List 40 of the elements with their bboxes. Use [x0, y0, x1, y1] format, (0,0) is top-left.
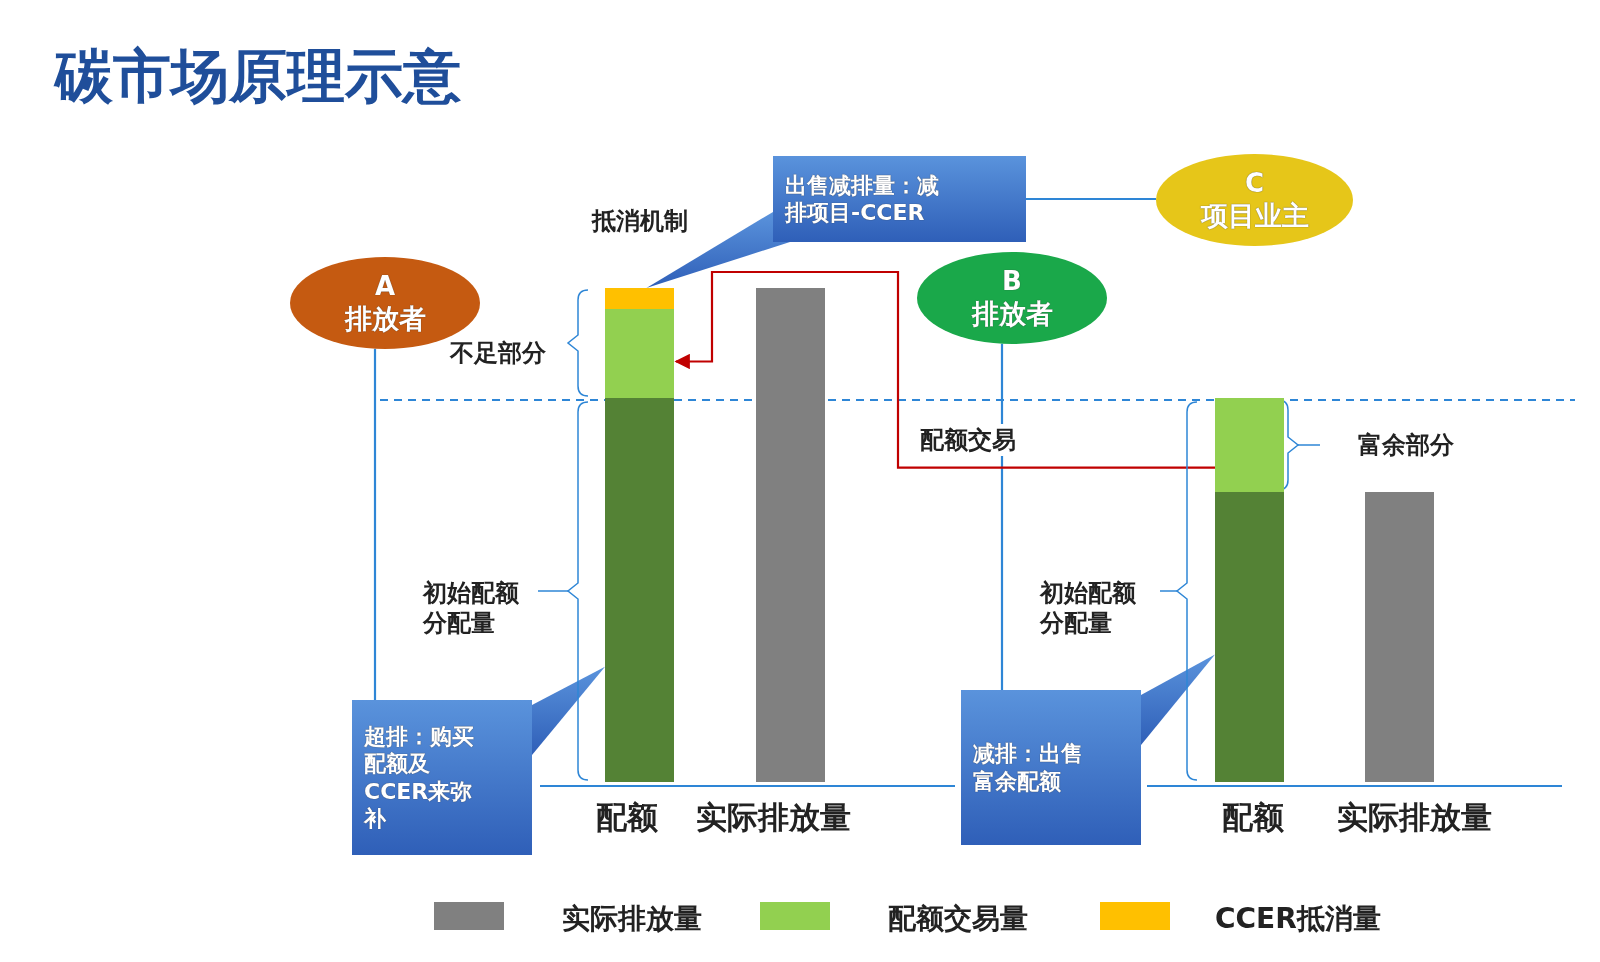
legend-label: 实际排放量 [562, 901, 702, 937]
callout-box [352, 700, 532, 855]
callout-box [773, 156, 1026, 242]
actor-label: 排放者 [971, 297, 1053, 332]
callout-text: 减排：出售富余配额 [973, 740, 1084, 795]
allowance-bar [1215, 492, 1284, 782]
connector-line [1000, 343, 1004, 690]
emission-bar [1365, 492, 1434, 782]
actor-letter: B [1002, 264, 1022, 298]
emission-bar [756, 288, 825, 782]
callout-box [961, 690, 1141, 845]
callout-text: 超排：购买配额及CCER来弥补 [364, 722, 475, 833]
axis-label: 实际排放量 [696, 798, 851, 837]
legend-label: 配额交易量 [888, 901, 1028, 937]
axis-label: 配额 [1222, 798, 1284, 837]
legend-label: CCER抵消量 [1215, 901, 1381, 937]
actor-label: 项目业主 [1200, 199, 1309, 234]
callout-text: 出售减排量：减排项目-CCER [785, 171, 940, 227]
callout-pointer [646, 211, 790, 288]
axis-label: 配额 [596, 798, 658, 837]
traded-bar-segment [1215, 398, 1284, 492]
actor-label: 排放者 [344, 302, 426, 337]
arrow [674, 270, 1215, 469]
offset-bar-segment [605, 288, 674, 309]
bracket-label: 富余部分 [1358, 430, 1454, 460]
callout-pointer [532, 666, 605, 755]
bracket-label: 不足部分 [450, 338, 546, 368]
bracket-label: 初始配额分配量 [1040, 578, 1137, 638]
callout-pointer [1141, 654, 1215, 745]
allowance-bar [605, 398, 674, 782]
connector-line [373, 348, 377, 700]
connector-line [1026, 197, 1156, 201]
axis-label: 实际排放量 [1337, 798, 1492, 837]
annotation-text: 抵消机制 [592, 206, 688, 236]
bracket-label: 初始配额分配量 [423, 578, 520, 638]
edge-label: 配额交易 [920, 424, 1016, 456]
actor-letter: A [374, 269, 396, 303]
title: 碳市场原理示意 [55, 41, 461, 112]
traded-bar-segment [605, 309, 674, 398]
actor-letter: C [1244, 166, 1265, 200]
